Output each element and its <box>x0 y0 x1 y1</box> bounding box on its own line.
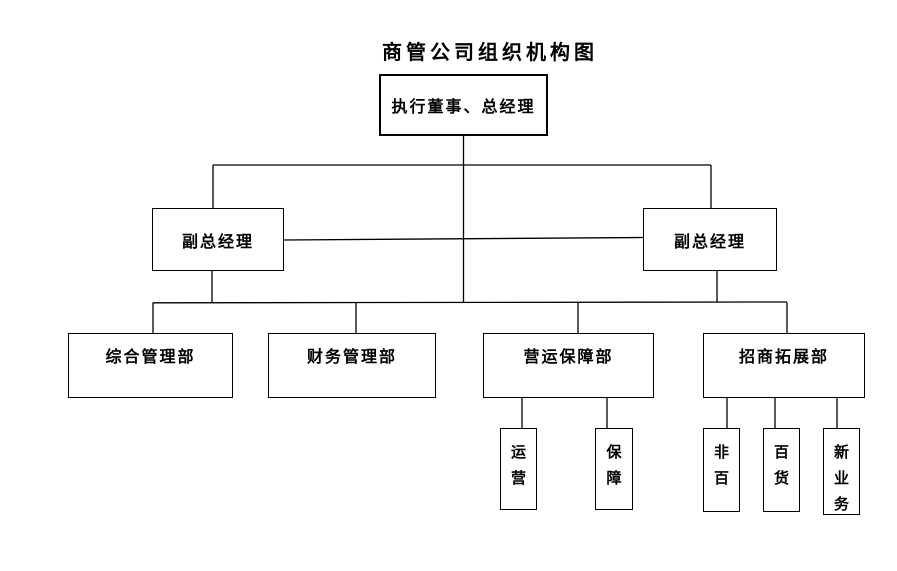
node-team-support: 保障 <box>595 428 633 510</box>
node-dept-finance-mgmt: 财务管理部 <box>268 333 436 398</box>
node-team-new-business: 新业务 <box>823 428 860 515</box>
connector-vp-cross-link <box>283 236 644 241</box>
node-vp-left: 副总经理 <box>152 208 284 271</box>
node-team-operations: 运营 <box>500 428 537 510</box>
node-dept-comprehensive-mgmt: 综合管理部 <box>68 333 233 398</box>
node-dept-comprehensive-mgmt-label: 综合管理部 <box>105 349 196 366</box>
node-executive-director-gm-label: 执行董事、总经理 <box>391 99 536 116</box>
chart-title: 商管公司组织机构图 <box>382 42 598 64</box>
node-dept-operations-support-label: 营运保障部 <box>523 349 614 366</box>
node-dept-operations-support: 营运保障部 <box>483 333 654 398</box>
node-dept-finance-mgmt-label: 财务管理部 <box>306 349 397 366</box>
node-vp-right: 副总经理 <box>643 208 777 271</box>
node-team-dept-store: 百货 <box>763 428 800 512</box>
node-vp-right-label: 副总经理 <box>673 233 746 251</box>
node-dept-leasing-expansion: 招商拓展部 <box>703 333 865 398</box>
connector-tier2-hline <box>152 301 788 304</box>
node-team-non-dept-store: 非百 <box>703 428 740 512</box>
node-vp-left-label: 副总经理 <box>181 233 254 251</box>
node-executive-director-gm: 执行董事、总经理 <box>379 74 548 136</box>
node-dept-leasing-expansion-label: 招商拓展部 <box>738 349 829 366</box>
